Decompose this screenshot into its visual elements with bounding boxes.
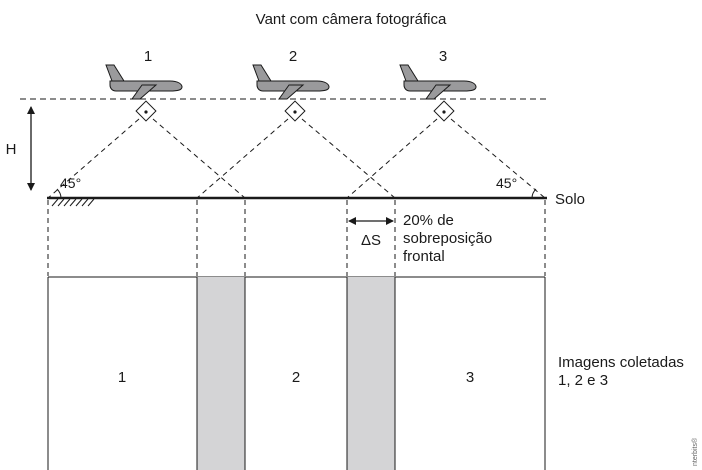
images-note-line2: 1, 2 e 3: [558, 372, 608, 389]
overlap-note-line3: frontal: [403, 248, 445, 265]
airplane-icon: [105, 64, 183, 100]
angle-label-right: 45°: [496, 175, 517, 191]
plane-number-3: 3: [439, 48, 447, 65]
diagram-title: Vant com câmera fotográfica: [256, 11, 447, 28]
image-label-1: 1: [118, 369, 126, 386]
projection-lines: [47, 200, 546, 276]
ground-label: Solo: [555, 191, 585, 208]
overlap-note-line1: 20% de: [403, 212, 454, 229]
overlap-region-2-3: [347, 277, 395, 470]
plane-number-1: 1: [144, 48, 152, 65]
image-label-2: 2: [292, 369, 300, 386]
image-credit: nterbits®: [691, 437, 699, 466]
images-note-line1: Imagens coletadas: [558, 354, 684, 371]
airplane-icon: [399, 64, 477, 100]
ground-hatching: [51, 198, 95, 207]
camera-icon: [433, 100, 455, 122]
camera-icon: [135, 100, 157, 122]
plane-number-2: 2: [289, 48, 297, 65]
airplane-icon: [252, 64, 330, 100]
overlap-region-1-2: [197, 277, 245, 470]
height-label: H: [6, 141, 17, 158]
overlap-note-line2: sobreposição: [403, 230, 492, 247]
camera-icon: [284, 100, 306, 122]
image-strip-borders: [47, 277, 546, 470]
field-of-view-lines: [47, 118, 546, 199]
image-label-3: 3: [466, 369, 474, 386]
angle-arc-right: [531, 188, 537, 199]
delta-s-label: ΔS: [361, 232, 381, 249]
angle-label-left: 45°: [60, 175, 81, 191]
